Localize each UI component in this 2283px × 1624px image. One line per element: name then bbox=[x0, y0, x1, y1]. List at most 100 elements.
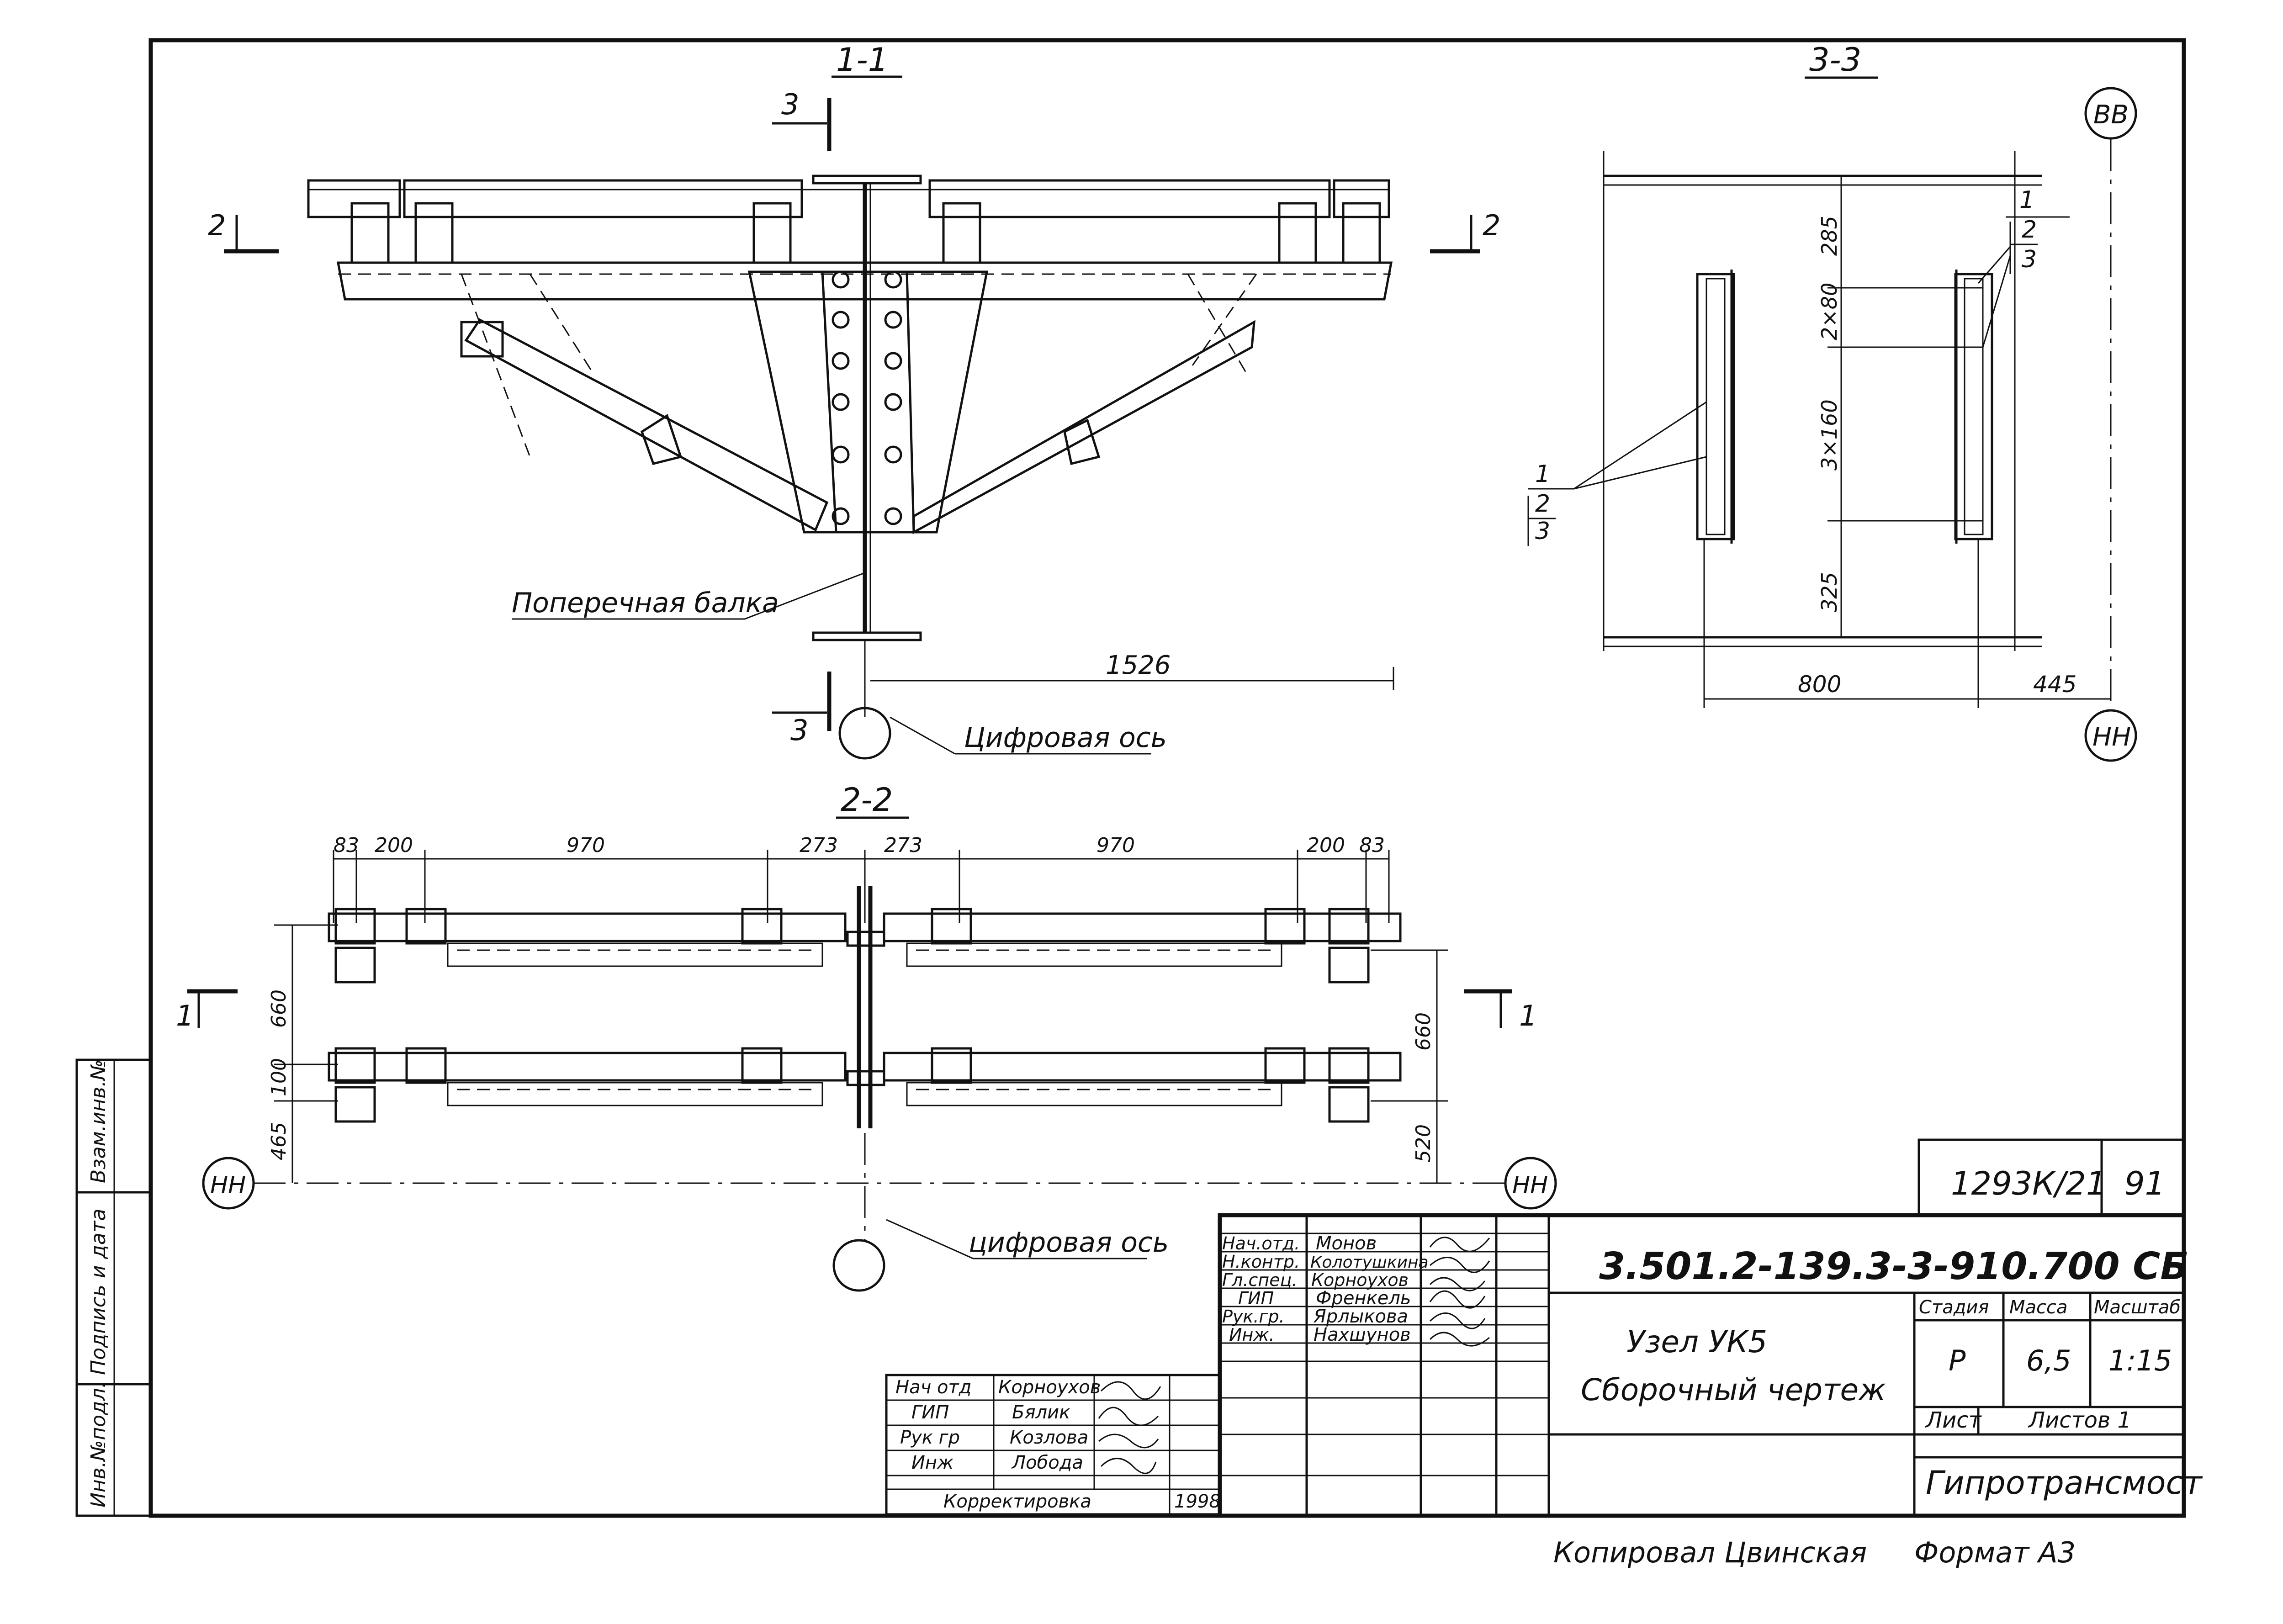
dim-1526: 1526 bbox=[1106, 651, 1171, 680]
dim-top-7: 83 bbox=[1359, 834, 1385, 857]
section-1-1-title: 1-1 bbox=[836, 41, 888, 79]
signer-role-0: Нач.отд. bbox=[1222, 1233, 1300, 1254]
callout-left-3: 3 bbox=[1535, 518, 1550, 545]
callout-right: 1 2 3 bbox=[1977, 186, 2070, 348]
title-line-1: Узел УК5 bbox=[1626, 1324, 1767, 1360]
corr-name-1: Бялик bbox=[1012, 1402, 1070, 1423]
title-block: 1293К/21 91 bbox=[1218, 1138, 2203, 1518]
signer-name-0: Монов bbox=[1316, 1233, 1377, 1254]
signatures bbox=[1429, 1237, 1490, 1347]
signer-role-4: Рук.гр. bbox=[1222, 1307, 1285, 1327]
axis-nn-label: НН bbox=[2092, 722, 2131, 752]
archive-number: 1293К/21 bbox=[1951, 1165, 2107, 1202]
signer-name-1: Колотушкина bbox=[1310, 1253, 1429, 1272]
dim-800: 800 bbox=[1798, 671, 1841, 698]
title-line-2: Сборочный чертеж bbox=[1581, 1372, 1886, 1407]
corr-role-3: Инж bbox=[911, 1452, 953, 1473]
corr-role-2: Рук гр bbox=[900, 1427, 960, 1448]
signer-name-4: Ярлыкова bbox=[1313, 1306, 1408, 1327]
cut-3-top-label: 3 bbox=[781, 88, 799, 121]
doc-number: 3.501.2-139.3-3-910.700 СБ bbox=[1599, 1245, 2189, 1288]
axis-bubble-nn-right2 bbox=[1504, 1157, 1557, 1210]
dim-top-6: 200 bbox=[1307, 834, 1345, 857]
corr-role-0: Нач отд bbox=[895, 1377, 971, 1398]
cut-1-right-label: 1 bbox=[1519, 999, 1537, 1032]
axis-label-1-1: Цифровая ось bbox=[964, 722, 1167, 754]
sheet-code: 91 bbox=[2124, 1165, 2165, 1202]
scale-header: Масштаб bbox=[2094, 1297, 2181, 1318]
callout-right-1: 1 bbox=[2019, 186, 2034, 214]
corr-label: Корректировка bbox=[943, 1491, 1091, 1512]
callout-right-2: 2 bbox=[2022, 216, 2037, 243]
axis-bubble-nn-left bbox=[202, 1157, 255, 1210]
dim-top-0: 83 bbox=[334, 834, 359, 857]
mass-value: 6,5 bbox=[2026, 1344, 2071, 1377]
corr-role-1: ГИП bbox=[911, 1402, 949, 1423]
paper-format: Формат А3 bbox=[1914, 1536, 2076, 1569]
section-3-3-title: 3-3 bbox=[1809, 41, 1861, 79]
corr-name-0: Корноухов bbox=[998, 1377, 1101, 1398]
dim-top-2: 970 bbox=[567, 834, 605, 857]
cut-2-left-label: 2 bbox=[208, 209, 226, 242]
axis-bubble-2-2 bbox=[832, 1239, 885, 1292]
dim-top-5: 970 bbox=[1096, 834, 1135, 857]
signer-name-3: Френкель bbox=[1316, 1288, 1411, 1309]
connector-boxes bbox=[334, 908, 1370, 1123]
signer-role-5: Инж. bbox=[1229, 1325, 1275, 1345]
mass-header: Масса bbox=[2009, 1297, 2068, 1318]
cross-beam-label: Поперечная балка bbox=[512, 587, 779, 619]
sheet-label: Лист bbox=[1925, 1407, 1982, 1433]
dim-top-4: 273 bbox=[884, 834, 922, 857]
correction-block: Нач отд Корноухов ГИП Бялик Рук гр Козло… bbox=[885, 1374, 1221, 1516]
scale-value: 1:15 bbox=[2108, 1344, 2172, 1377]
callout-left: 1 2 3 bbox=[1527, 401, 1707, 546]
corr-name-3: Лобода bbox=[1011, 1452, 1083, 1473]
section-2-2: 2-2 83 200 970 273 273 970 200 83 bbox=[176, 781, 1557, 1292]
organization: Гипротрансмост bbox=[1926, 1464, 2203, 1502]
signer-role-1: Н.контр. bbox=[1222, 1252, 1300, 1272]
side-stamp-inv: Инв.№подл. bbox=[87, 1381, 110, 1508]
stage-header: Стадия bbox=[1919, 1297, 1989, 1318]
axis-bubble-nn-right bbox=[2084, 709, 2137, 762]
dim-2x80: 2×80 bbox=[1817, 283, 1842, 340]
stringer-row-upper bbox=[328, 912, 1402, 967]
axis-vv-label: ВВ bbox=[2093, 100, 2129, 130]
stringer-row-lower bbox=[328, 1052, 1402, 1106]
section-3-3: 3-3 ВВ НН 285 2×80 3×160 325 bbox=[1527, 41, 2137, 762]
copied-by: Копировал Цвинская bbox=[1553, 1536, 1867, 1569]
corr-year: 1998 bbox=[1174, 1491, 1221, 1512]
side-stamp-sign: Подпись и дата bbox=[87, 1209, 110, 1375]
dim-right-1: 520 bbox=[1412, 1124, 1435, 1163]
signer-role-3: ГИП bbox=[1238, 1288, 1274, 1308]
dim-left-2: 465 bbox=[267, 1122, 291, 1160]
dim-445: 445 bbox=[2033, 671, 2076, 698]
section-2-2-title: 2-2 bbox=[841, 781, 893, 819]
sheets-label: Листов 1 bbox=[2028, 1407, 2131, 1433]
dim-top-1: 200 bbox=[375, 834, 413, 857]
bolt-group bbox=[832, 270, 902, 525]
cut-2-right-label: 2 bbox=[1483, 209, 1500, 242]
signer-role-2: Гл.спец. bbox=[1222, 1270, 1298, 1290]
axis-bubble-vv bbox=[2084, 87, 2137, 140]
section-1-1: 1-1 3 3 2 2 bbox=[208, 41, 1500, 760]
cut-1-left-label: 1 bbox=[176, 999, 194, 1032]
dim-325: 325 bbox=[1817, 572, 1842, 612]
callout-right-3: 3 bbox=[2022, 246, 2037, 273]
dim-top-3: 273 bbox=[800, 834, 838, 857]
callout-left-1: 1 bbox=[1535, 460, 1550, 488]
dim-3x160: 3×160 bbox=[1817, 399, 1842, 471]
axis-nn-right-label: НН bbox=[1512, 1172, 1548, 1199]
axis-bubble-1-1 bbox=[838, 707, 891, 760]
axis-label-2-2: цифровая ось bbox=[969, 1227, 1169, 1259]
side-stamp: Инв.№подл. Подпись и дата Взам.инв.№ bbox=[87, 1059, 110, 1508]
sheet-frame bbox=[75, 38, 2186, 1518]
stage-value: Р bbox=[1949, 1344, 1966, 1377]
cut-3-bottom-label: 3 bbox=[790, 714, 808, 747]
signer-name-5: Нахшунов bbox=[1314, 1324, 1411, 1345]
signer-name-2: Корноухов bbox=[1311, 1270, 1409, 1290]
axis-nn-left-label: НН bbox=[210, 1172, 246, 1199]
dim-left-0: 660 bbox=[267, 989, 291, 1028]
dim-285: 285 bbox=[1817, 216, 1842, 256]
callout-left-2: 2 bbox=[1535, 490, 1550, 518]
